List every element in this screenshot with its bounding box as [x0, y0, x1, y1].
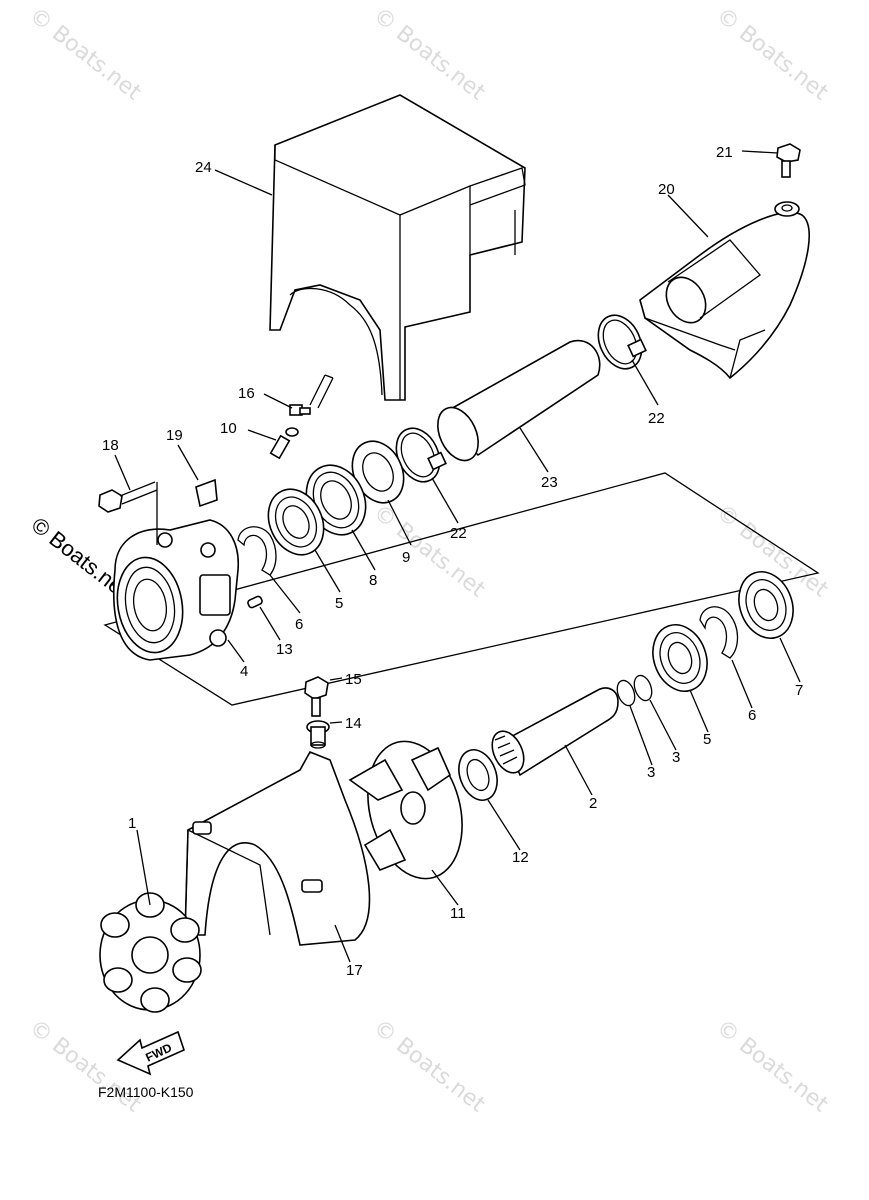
callout-23: 23 — [541, 474, 558, 491]
part-13-pin — [247, 595, 263, 609]
callout-9: 9 — [402, 549, 410, 566]
callout-7: 7 — [795, 682, 803, 699]
leader-lines — [114, 150, 801, 963]
part-5-bearing-lower — [652, 624, 708, 692]
part-6-circlip-upper — [237, 526, 277, 576]
part-16-screw — [289, 374, 334, 416]
callout-2: 2 — [589, 795, 597, 812]
part-19-plate — [195, 478, 218, 508]
part-7-bearing — [738, 571, 794, 639]
watermark-top-center: © Boats.net — [368, 3, 489, 106]
callout-20: 20 — [658, 181, 675, 198]
callout-13: 13 — [276, 641, 293, 658]
part-21-bolt — [776, 143, 801, 178]
part-10-fitting — [269, 427, 299, 460]
part-1-coupler — [99, 892, 202, 1013]
callout-labels: 24 20 21 22 23 22 9 8 5 6 13 4 16 10 18 … — [102, 144, 803, 979]
callout-15: 15 — [345, 671, 362, 688]
callout-19: 19 — [166, 427, 183, 444]
watermark-top-right: © Boats.net — [711, 3, 832, 106]
callout-8: 8 — [369, 572, 377, 589]
watermark-top-left: © Boats.net — [24, 3, 145, 106]
diagram-code: F2M1100-K150 — [98, 1084, 194, 1100]
callout-6-lower: 6 — [748, 707, 756, 724]
part-15-bolt — [304, 676, 329, 717]
part-5-bearing-upper — [267, 488, 325, 556]
callout-18: 18 — [102, 437, 119, 454]
callout-1: 1 — [128, 815, 136, 832]
watermark-mid-center: © Boats.net — [368, 500, 489, 603]
part-23-hose — [437, 339, 601, 462]
part-20-nozzle — [639, 201, 810, 380]
watermark-bottom-right: © Boats.net — [711, 1015, 832, 1118]
part-2-shaft — [491, 687, 619, 777]
part-6-circlip-lower — [699, 606, 739, 659]
callout-5-lower: 5 — [703, 731, 711, 748]
callout-21: 21 — [716, 144, 733, 161]
part-11-impeller — [348, 740, 463, 880]
callout-12: 12 — [512, 849, 529, 866]
part-18-bolt — [98, 481, 158, 545]
part-14-collar — [306, 720, 330, 749]
part-4-housing — [112, 519, 240, 661]
part-12-washer — [458, 749, 498, 801]
callout-10: 10 — [220, 420, 237, 437]
fwd-arrow: FWD — [116, 1030, 185, 1076]
callout-14: 14 — [345, 715, 362, 732]
callout-3-right: 3 — [672, 749, 680, 766]
callout-16: 16 — [238, 385, 255, 402]
part-17-duct — [184, 750, 371, 946]
callout-22-lower: 22 — [450, 525, 467, 542]
callout-5-upper: 5 — [335, 595, 343, 612]
callout-6-upper: 6 — [295, 616, 303, 633]
callout-4: 4 — [240, 663, 248, 680]
subassembly-boundary — [103, 472, 820, 706]
part-24-cover — [269, 94, 526, 401]
callout-24: 24 — [195, 159, 212, 176]
callout-22-upper: 22 — [648, 410, 665, 427]
watermark-bottom-center: © Boats.net — [368, 1015, 489, 1118]
callout-11: 11 — [450, 905, 466, 922]
callout-3-left: 3 — [647, 764, 655, 781]
part-22-clamp-upper — [597, 314, 647, 370]
callout-17: 17 — [346, 962, 363, 979]
part-3-o-rings — [616, 674, 653, 707]
watermark-bottom-left: © Boats.net — [24, 1015, 145, 1118]
part-22-clamp-lower — [395, 427, 447, 483]
